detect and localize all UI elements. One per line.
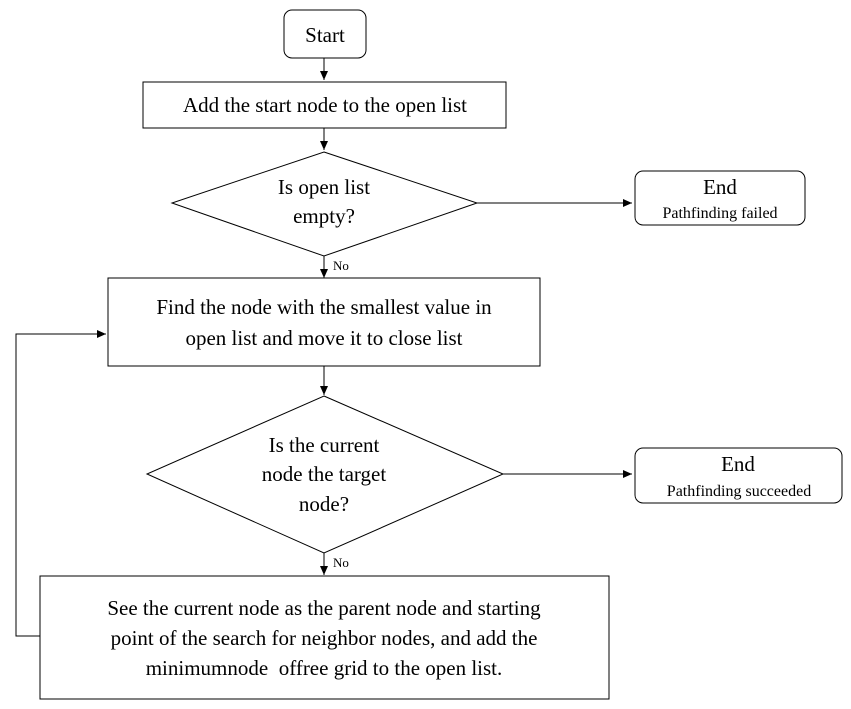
start-node-shape: [283, 9, 367, 59]
decision-target-node-line-2: node the target: [262, 462, 387, 486]
add-start-node-shape: [142, 81, 507, 129]
decision-target-node-line-3: node?: [299, 492, 349, 516]
add-start-node-label: Add the start node to the open list: [183, 93, 467, 117]
find-smallest-shape: [107, 277, 541, 367]
start-node: Start: [283, 9, 367, 59]
expand-neighbors-shape: [39, 575, 610, 700]
find-smallest-process: Find the node with the smallest value in…: [107, 277, 541, 367]
decision-target-node: Is the current node the target node?: [145, 395, 505, 554]
end-succeeded-node: End Pathfinding succeeded: [634, 447, 843, 504]
end-succeeded-shape: [634, 447, 843, 504]
decision-open-list-empty-line-2: empty?: [293, 204, 355, 228]
end-failed-title: End: [703, 175, 737, 199]
decision-target-node-shape: [145, 395, 505, 554]
decision-open-list-empty-line-1: Is open list: [278, 175, 370, 199]
decision-open-list-empty-shape: [170, 151, 479, 257]
end-failed-shape: [634, 170, 806, 226]
decision-open-list-empty: Is open list empty?: [170, 151, 479, 257]
expand-neighbors-process: See the current node as the parent node …: [39, 575, 610, 700]
end-succeeded-subtitle: Pathfinding succeeded: [667, 483, 811, 500]
end-failed-subtitle: Pathfinding failed: [662, 205, 777, 222]
no-label-open-list: No: [333, 258, 349, 273]
connectors: [15, 58, 632, 637]
edge-loop-back-to-find: [15, 330, 106, 637]
expand-neighbors-line-2: point of the search for neighbor nodes, …: [111, 626, 538, 650]
end-failed-node: End Pathfinding failed: [634, 170, 806, 226]
end-succeeded-title: End: [721, 452, 755, 476]
no-label-target: No: [333, 555, 349, 570]
find-smallest-line-2: open list and move it to close list: [185, 326, 462, 350]
expand-neighbors-line-1: See the current node as the parent node …: [107, 596, 541, 620]
start-node-label: Start: [305, 23, 345, 47]
expand-neighbors-line-3: minimumnode offree grid to the open list…: [146, 656, 503, 680]
add-start-node-process: Add the start node to the open list: [142, 81, 507, 129]
decision-target-node-line-1: Is the current: [269, 433, 380, 457]
find-smallest-line-1: Find the node with the smallest value in: [156, 295, 492, 319]
